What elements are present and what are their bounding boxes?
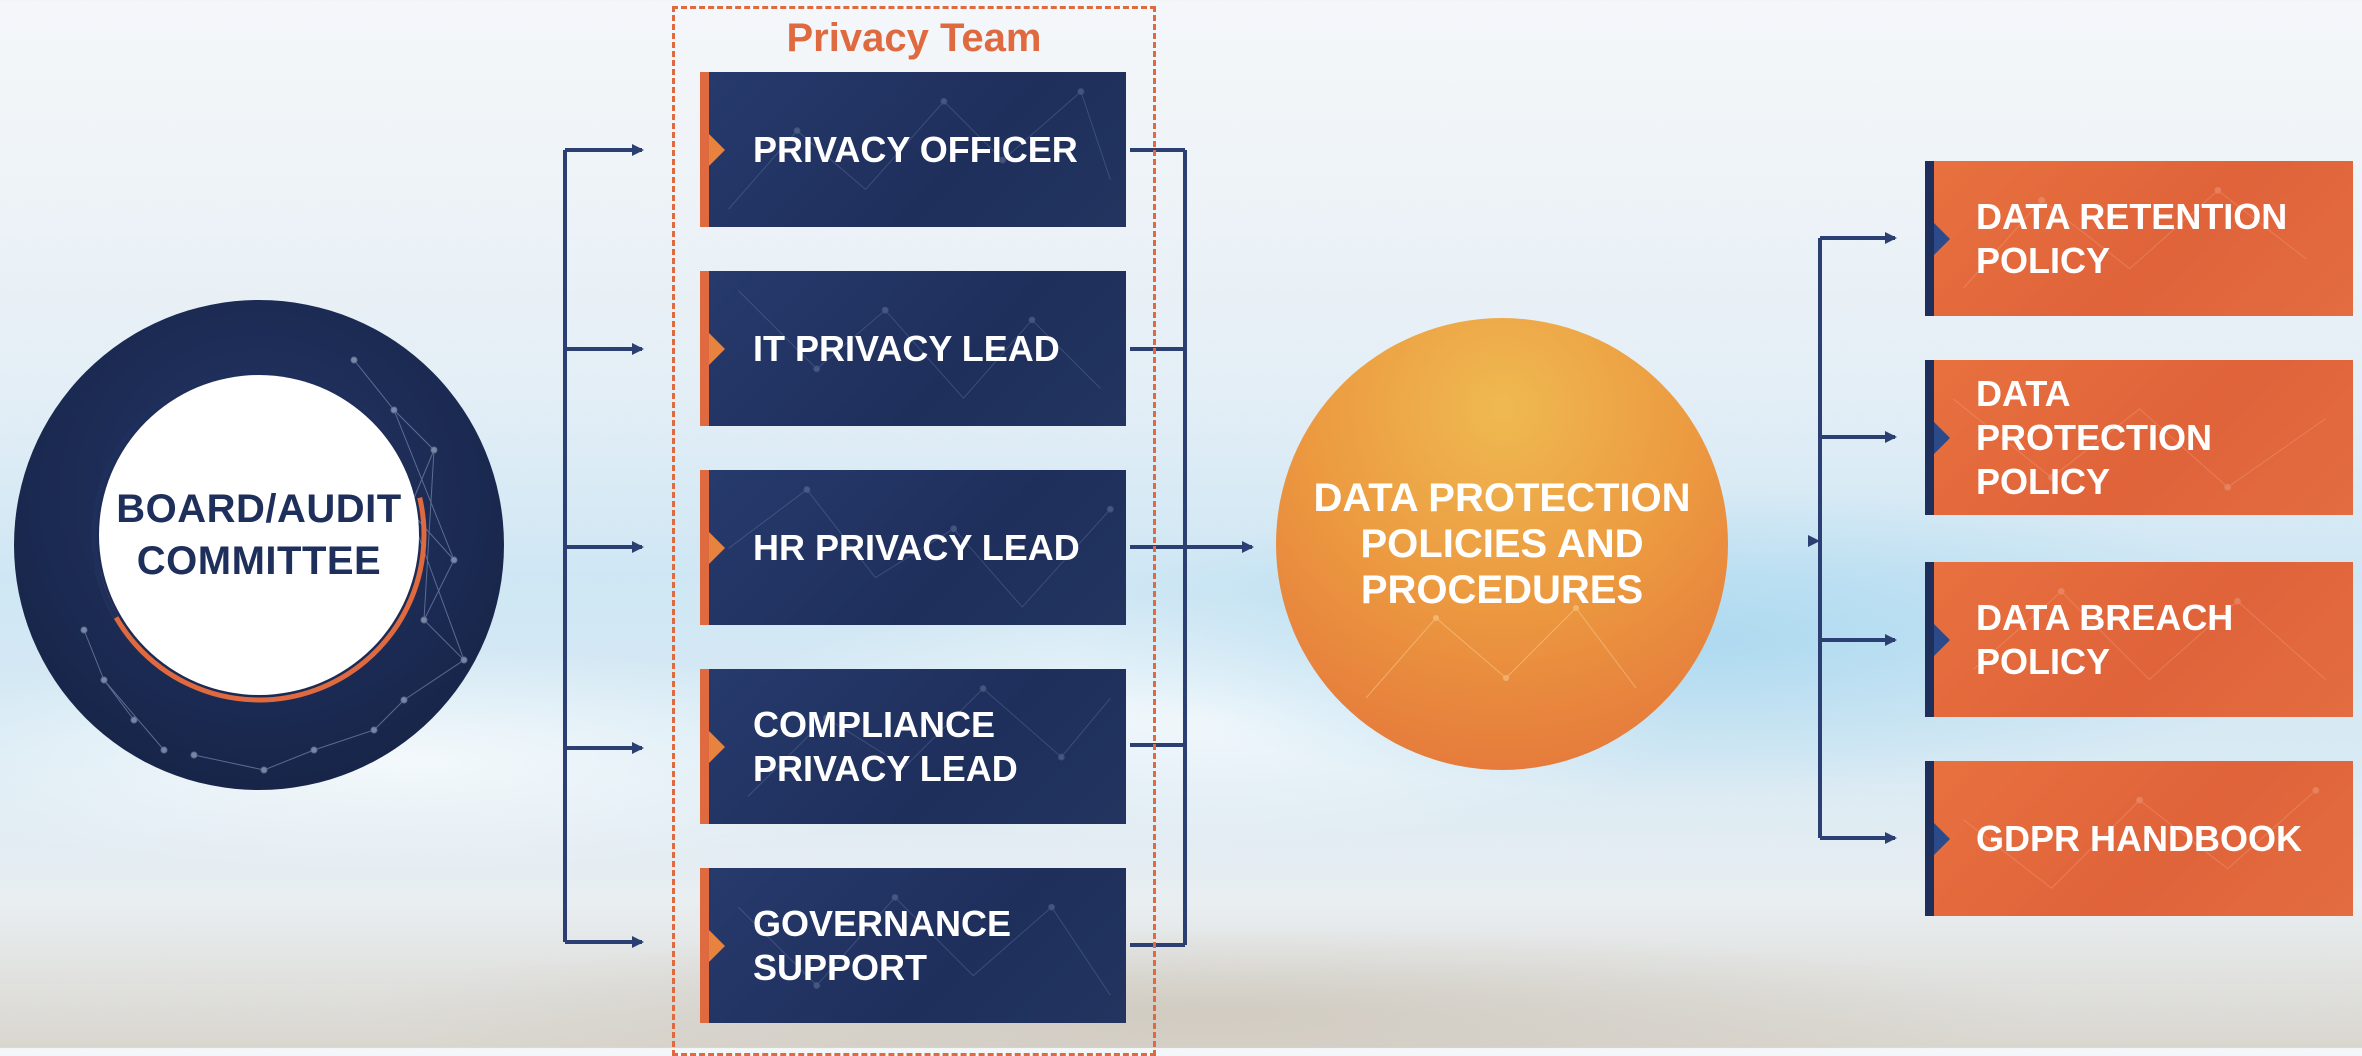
pointer-icon [1934,623,1950,656]
policy-data-protection: DATA PROTECTION POLICY [1925,360,2353,515]
data-protection-policies-node: DATA PROTECTION POLICIES AND PROCEDURES [1276,318,1728,770]
role-label: HR PRIVACY LEAD [753,526,1080,568]
pointer-icon [709,531,725,564]
board-progress-arc [91,367,427,703]
pointer-icon [709,929,725,962]
board-label-line2: COMMITTEE [136,539,382,583]
role-compliance-privacy-lead: COMPLIANCE PRIVACY LEAD [700,669,1126,824]
policy-label: DATA BREACH POLICY [1976,596,2234,682]
role-label: IT PRIVACY LEAD [753,327,1060,369]
privacy-team-title: Privacy Team [786,16,1042,60]
pointer-icon [709,133,725,166]
network-texture [80,356,468,774]
network-texture [1365,605,1637,699]
policy-label: DATA RETENTION POLICY [1976,195,2288,281]
pointer-icon [1934,421,1950,454]
role-it-privacy-lead: IT PRIVACY LEAD [700,271,1126,426]
pointer-icon [709,730,725,763]
role-hr-privacy-lead: HR PRIVACY LEAD [700,470,1126,625]
role-privacy-officer: PRIVACY OFFICER [700,72,1126,227]
board-label-line1: BOARD/AUDIT [116,487,402,531]
board-audit-committee-node: BOARD/AUDIT COMMITTEE [99,375,419,695]
role-label: GOVERNANCE SUPPORT [753,902,1012,988]
pointer-icon [1934,822,1950,855]
pointer-icon [709,332,725,365]
policy-data-breach: DATA BREACH POLICY [1925,562,2353,717]
policy-data-retention: DATA RETENTION POLICY [1925,161,2353,316]
policy-label: GDPR HANDBOOK [1976,817,2303,859]
policy-label: DATA PROTECTION POLICY [1976,372,2213,502]
role-label: COMPLIANCE PRIVACY LEAD [753,703,1018,789]
pointer-icon [1934,222,1950,255]
policy-gdpr-handbook: GDPR HANDBOOK [1925,761,2353,916]
role-label: PRIVACY OFFICER [753,128,1078,170]
data-protection-policies-label: DATA PROTECTION POLICIES AND PROCEDURES [1313,476,1691,612]
board-audit-committee-label: BOARD/AUDIT COMMITTEE [116,483,401,587]
role-governance-support: GOVERNANCE SUPPORT [700,868,1126,1023]
